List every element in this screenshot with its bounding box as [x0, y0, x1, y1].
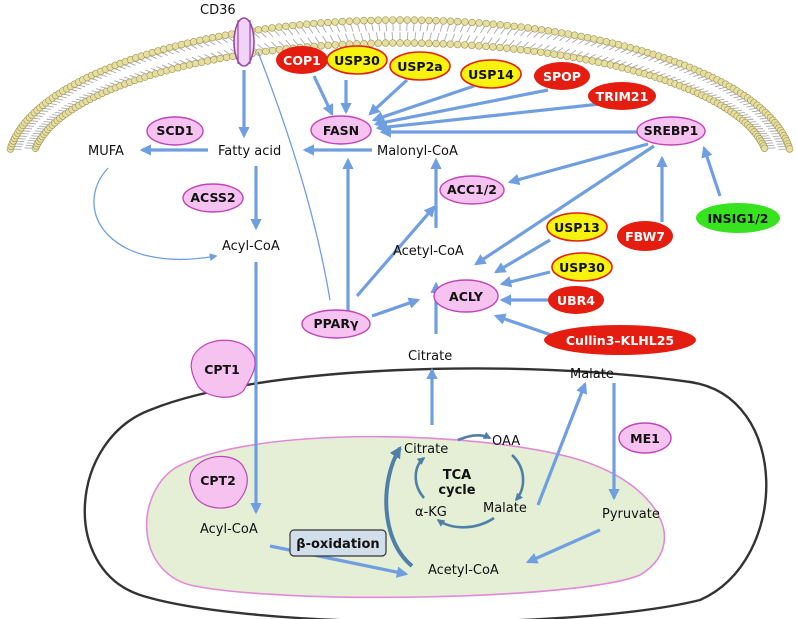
tca-label-line1: TCA — [443, 468, 471, 483]
scd1-node: SCD1 — [146, 116, 204, 146]
svg-text:USP2a: USP2a — [397, 59, 442, 74]
enzyme-nodes: SCD1 ACSS2 FASN ACC1/2 ACLY PPARγ SREBP1 — [146, 115, 706, 509]
svg-text:CPT1: CPT1 — [204, 362, 240, 377]
citrate-cytosol-label: Citrate — [408, 349, 452, 364]
usp30-top-node: USP30 — [326, 45, 388, 75]
svg-text:PPARγ: PPARγ — [314, 316, 359, 331]
fatty-acid-label: Fatty acid — [218, 144, 281, 159]
cd36-label: CD36 — [200, 3, 236, 18]
cpt1-node: CPT1 — [190, 339, 256, 398]
regulator-nodes: COP1 USP30 USP2a USP14 SPOP TRIM21 USP13 — [276, 45, 780, 355]
svg-text:ACSS2: ACSS2 — [190, 190, 235, 205]
acetyl-coa-cytosol-label: Acetyl-CoA — [393, 244, 464, 259]
cell-membrane — [6, 16, 794, 153]
srebp1-node: SREBP1 — [636, 116, 706, 146]
svg-text:USP30: USP30 — [334, 53, 380, 68]
usp13-node: USP13 — [546, 212, 608, 242]
cd36-receptor — [233, 17, 255, 67]
ppar-node: PPARγ — [301, 309, 371, 339]
fbw7-node: FBW7 — [617, 221, 673, 251]
acetyl-coa-mito-label: Acetyl-CoA — [428, 563, 499, 578]
svg-text:SREBP1: SREBP1 — [644, 123, 699, 138]
me1-node: ME1 — [618, 422, 672, 454]
acyl-coa-cytosol-label: Acyl-CoA — [222, 239, 280, 254]
trim21-node: TRIM21 — [588, 82, 656, 110]
svg-text:COP1: COP1 — [283, 53, 321, 68]
svg-text:SCD1: SCD1 — [156, 123, 193, 138]
citrate-mito-label: Citrate — [404, 442, 448, 457]
acyl-coa-mito-label: Acyl-CoA — [200, 522, 258, 537]
malonyl-coa-label: Malonyl-CoA — [377, 144, 458, 159]
pathway-arrows — [93, 51, 722, 578]
svg-text:UBR4: UBR4 — [557, 293, 595, 308]
ubr4-node: UBR4 — [548, 286, 604, 314]
svg-text:Cullin3–KLHL25: Cullin3–KLHL25 — [566, 333, 674, 348]
svg-text:CPT2: CPT2 — [200, 473, 236, 488]
svg-text:FBW7: FBW7 — [625, 229, 665, 244]
beta-oxidation-box: β-oxidation — [289, 529, 387, 557]
svg-text:ME1: ME1 — [630, 431, 660, 446]
fasn-node: FASN — [310, 115, 372, 145]
spop-node: SPOP — [534, 62, 590, 90]
tca-cycle-arrows — [384, 431, 525, 568]
usp30-mid-node: USP30 — [551, 252, 613, 282]
beta-oxidation-label: β-oxidation — [296, 537, 379, 552]
pyruvate-label: Pyruvate — [602, 507, 660, 522]
svg-text:ACLY: ACLY — [449, 289, 484, 304]
cullin-node: Cullin3–KLHL25 — [544, 325, 696, 355]
svg-text:USP13: USP13 — [554, 220, 600, 235]
svg-text:USP14: USP14 — [468, 67, 514, 82]
cop1-node: COP1 — [276, 46, 328, 74]
svg-text:INSIG1/2: INSIG1/2 — [708, 211, 769, 226]
insig-node: INSIG1/2 — [696, 203, 780, 233]
malate-mito-label: Malate — [483, 501, 527, 516]
alpha-kg-label: α-KG — [415, 505, 447, 520]
malate-cytosol-label: Malate — [570, 367, 614, 382]
usp14-node: USP14 — [460, 59, 522, 89]
metabolite-labels: MUFA Fatty acid Malonyl-CoA Acyl-CoA Ace… — [88, 144, 660, 578]
oaa-label: OAA — [492, 434, 520, 449]
acc-node: ACC1/2 — [439, 175, 505, 205]
tca-label-line2: cycle — [438, 483, 475, 498]
cpt2-node: CPT2 — [189, 455, 248, 509]
svg-text:ACC1/2: ACC1/2 — [447, 182, 497, 197]
svg-text:TRIM21: TRIM21 — [596, 89, 649, 104]
svg-text:SPOP: SPOP — [543, 69, 581, 84]
mitochondrion-outer-membrane — [83, 367, 768, 619]
acly-node: ACLY — [433, 279, 499, 313]
svg-text:USP30: USP30 — [559, 260, 605, 275]
acss2-node: ACSS2 — [182, 183, 244, 213]
mufa-label: MUFA — [88, 144, 124, 159]
svg-text:FASN: FASN — [323, 123, 359, 138]
usp2a-node: USP2a — [389, 51, 451, 81]
